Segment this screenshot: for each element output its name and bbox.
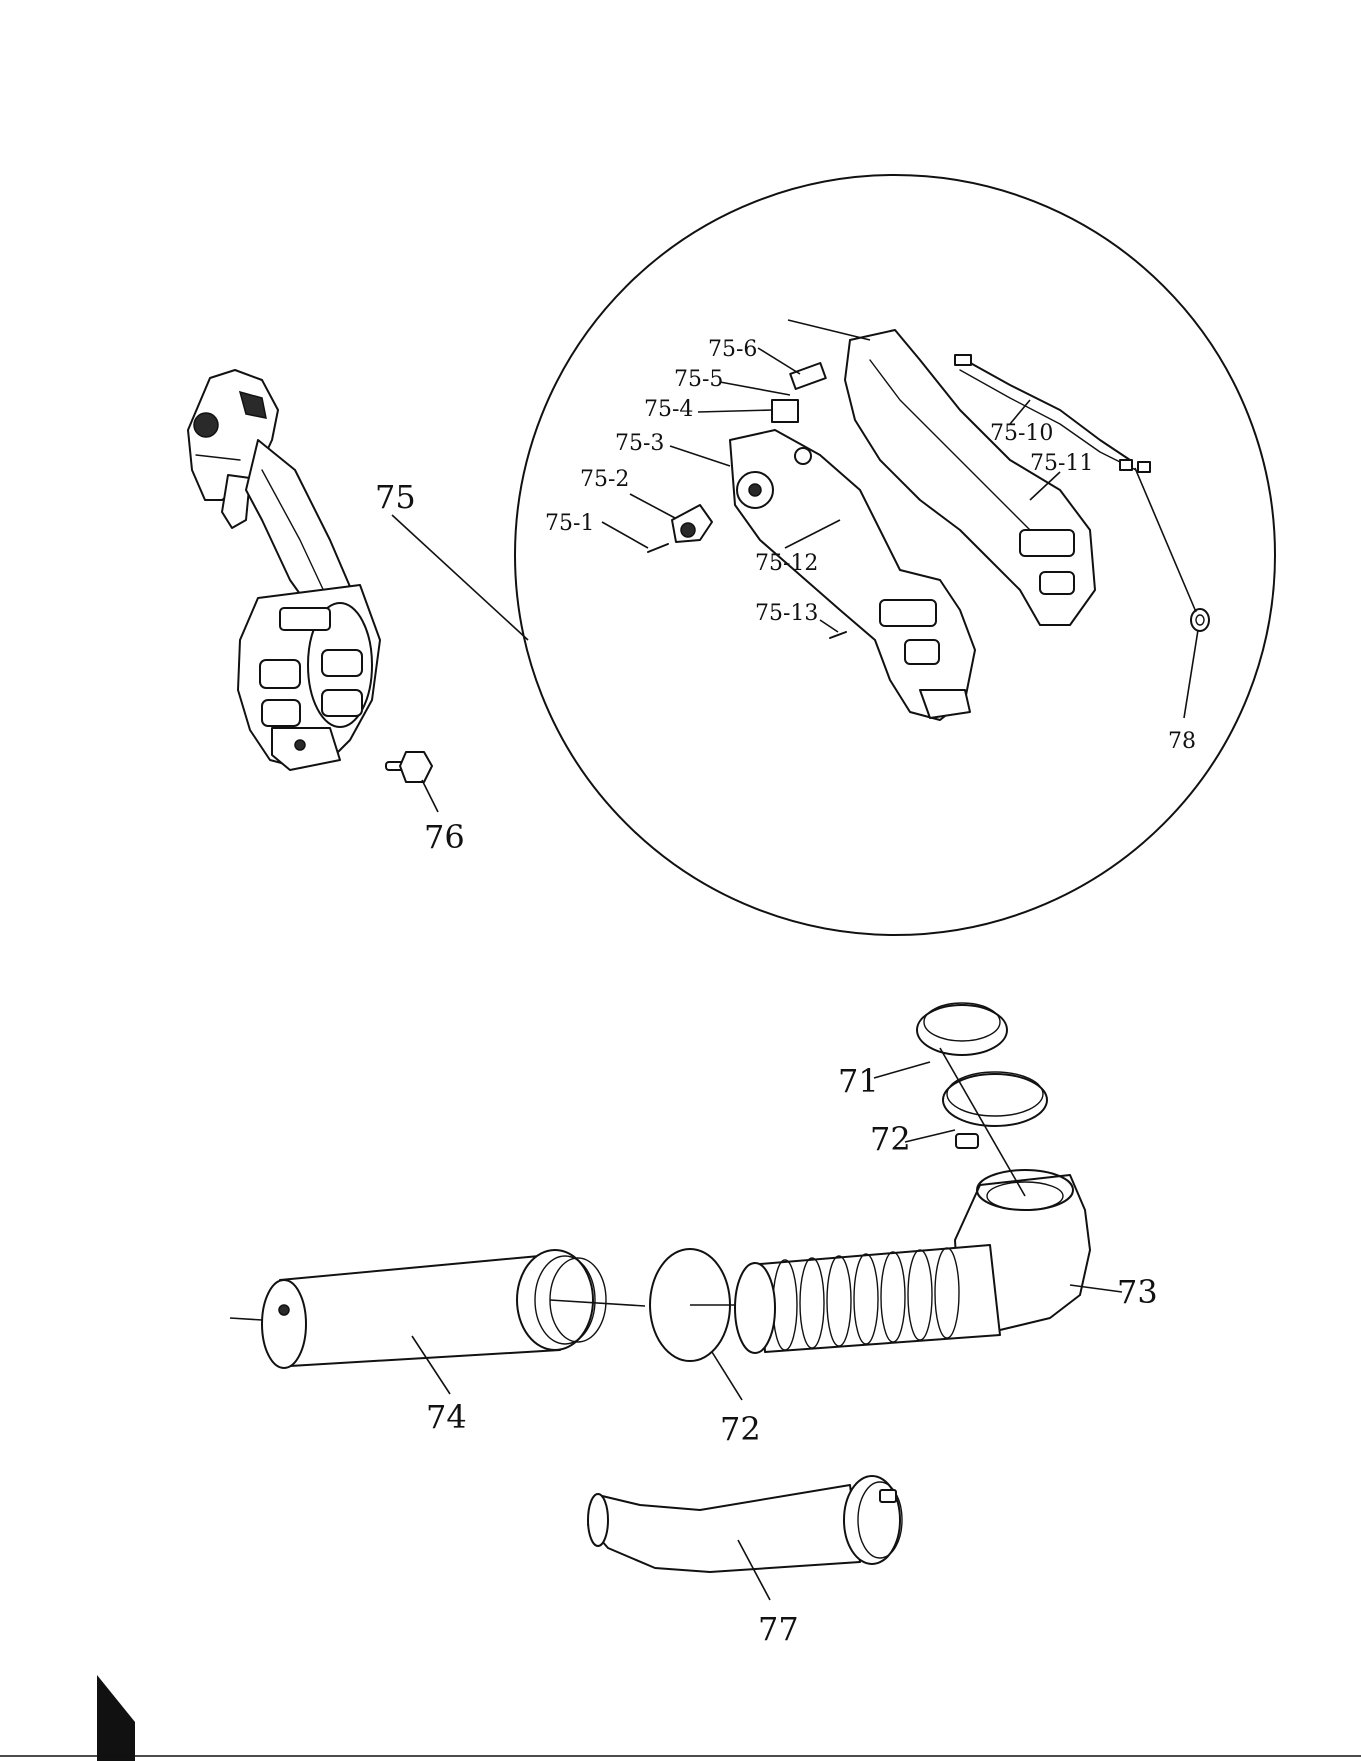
housing-exploded [648, 330, 1209, 720]
label-75-3: 75-3 [615, 431, 664, 456]
straight-tube-74 [230, 1250, 645, 1394]
label-74: 74 [426, 1398, 467, 1436]
label-75-10: 75-10 [990, 421, 1053, 446]
label-75-13: 75-13 [755, 601, 818, 626]
knob-76 [386, 752, 438, 812]
label-75-4: 75-4 [644, 397, 693, 422]
label-76: 76 [424, 818, 465, 856]
label-75-2: 75-2 [580, 467, 629, 492]
label-75-5: 75-5 [674, 367, 723, 392]
label-72-top: 72 [870, 1120, 911, 1158]
ring-71 [874, 1003, 1007, 1078]
label-75-12: 75-12 [755, 551, 818, 576]
label-71: 71 [838, 1062, 879, 1100]
bent-tube-77 [588, 1476, 902, 1600]
label-72-bottom: 72 [720, 1410, 761, 1448]
label-73: 73 [1117, 1273, 1158, 1311]
label-75-1: 75-1 [545, 511, 594, 536]
label-75-11: 75-11 [1030, 451, 1093, 476]
leader-75-to-circle [392, 515, 528, 640]
disc-72-bottom [650, 1249, 742, 1400]
label-75: 75 [375, 478, 416, 516]
corner-mark [97, 1675, 135, 1761]
label-75-6: 75-6 [708, 337, 757, 362]
label-77: 77 [758, 1610, 799, 1648]
label-78: 78 [1168, 729, 1196, 754]
detail-circle [515, 175, 1275, 935]
elbow-tube-73 [735, 1048, 1122, 1353]
handle-assembly [188, 370, 380, 770]
